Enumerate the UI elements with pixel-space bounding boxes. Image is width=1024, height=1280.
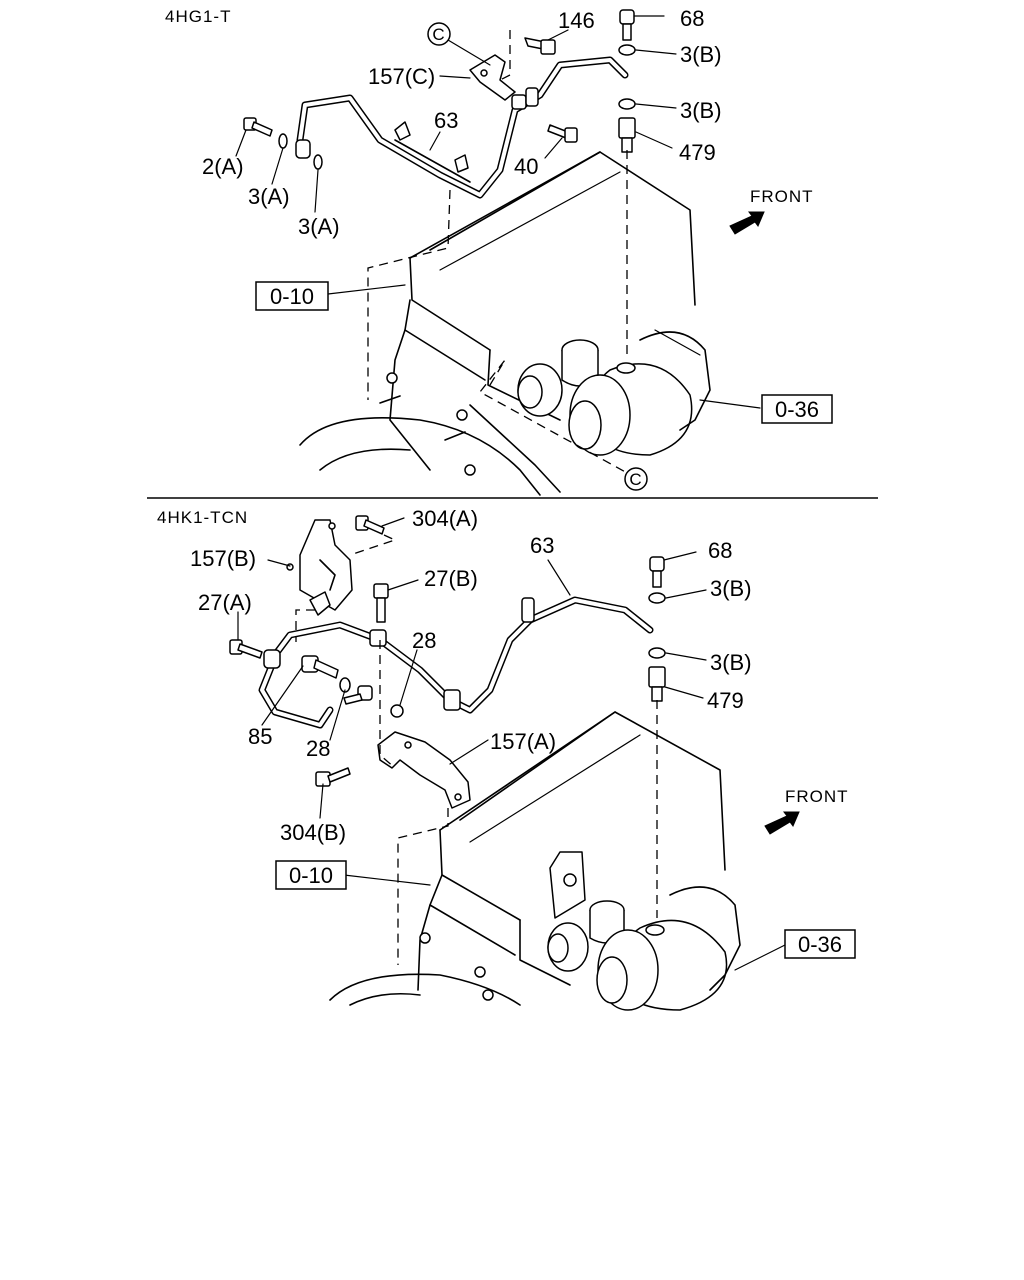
washer-3b-lower (618, 98, 636, 110)
circle-mark-c-upper: C (427, 22, 451, 46)
callout-3b-lower: 3(B) (710, 650, 752, 675)
bolt-68 (649, 556, 665, 588)
bolt-304a (355, 515, 385, 535)
callout-304a: 304(A) (412, 506, 478, 531)
clip-157c (469, 54, 516, 101)
bolt-27a (229, 639, 263, 659)
bolt-146 (524, 37, 556, 55)
callout-85: 85 (248, 724, 272, 749)
union-479 (618, 117, 636, 153)
callout-157c: 157(C) (368, 64, 435, 89)
ref-box-0-10: 0-10 (255, 281, 329, 311)
callout-63: 63 (530, 533, 554, 558)
callout-28-lower: 28 (306, 736, 330, 761)
front-arrow-icon (764, 811, 800, 835)
callout-157a: 157(A) (490, 729, 556, 754)
oil-pipe-63 (258, 596, 654, 729)
callout-27b: 27(B) (424, 566, 478, 591)
callout-479: 479 (707, 688, 744, 713)
callout-68: 68 (680, 6, 704, 31)
bolt-304b (315, 767, 351, 787)
circle-mark-c-lower: C (624, 467, 648, 491)
engine-body (299, 151, 696, 496)
svg-text:0-10: 0-10 (289, 863, 333, 888)
washer-3b-upper (618, 44, 636, 56)
callout-27a: 27(A) (198, 590, 252, 615)
callout-2a: 2(A) (202, 154, 244, 179)
fitting-28 (343, 685, 373, 705)
callout-3b-lower: 3(B) (680, 98, 722, 123)
section-title: 4HK1-TCN (157, 508, 248, 527)
leader-lines (235, 15, 761, 409)
bolt-27b (373, 583, 389, 623)
callout-157b: 157(B) (190, 546, 256, 571)
front-label: FRONT (785, 787, 849, 806)
ref-box-0-36: 0-36 (761, 394, 833, 424)
bracket-157a (377, 731, 471, 809)
front-label: FRONT (750, 187, 814, 206)
bolt-68 (619, 9, 635, 41)
svg-text:C: C (432, 25, 445, 44)
turbocharger (547, 886, 741, 1011)
callout-146: 146 (558, 8, 595, 33)
bolt-40 (547, 124, 578, 143)
callout-28-upper: 28 (412, 628, 436, 653)
engine-body (329, 711, 726, 1006)
washer-3b-lower (648, 647, 666, 659)
bolt-2a (243, 117, 273, 137)
callout-3a-1: 3(A) (248, 184, 290, 209)
callout-479: 479 (679, 140, 716, 165)
front-arrow-icon (729, 211, 765, 235)
callout-68: 68 (708, 538, 732, 563)
callout-3b-upper: 3(B) (680, 42, 722, 67)
callout-40: 40 (514, 154, 538, 179)
section-title: 4HG1-T (165, 7, 231, 26)
oil-pipe-63 (295, 56, 629, 199)
svg-text:C: C (629, 470, 642, 489)
washer-3b-upper (648, 592, 666, 604)
callout-63: 63 (434, 108, 458, 133)
section-4hg1-t: 4HG1-T (165, 6, 833, 496)
svg-text:0-36: 0-36 (798, 932, 842, 957)
washer-3a-1 (278, 133, 288, 149)
section-4hk1-tcn: 4HK1-TCN (157, 506, 856, 1011)
svg-text:0-36: 0-36 (775, 397, 819, 422)
svg-text:0-10: 0-10 (270, 284, 314, 309)
callout-3a-2: 3(A) (298, 214, 340, 239)
leader-lines (237, 517, 786, 971)
washer-3a-2 (313, 154, 323, 170)
callout-3b-upper: 3(B) (710, 576, 752, 601)
ref-box-0-10: 0-10 (275, 860, 347, 890)
callout-304b: 304(B) (280, 820, 346, 845)
union-479 (648, 666, 666, 702)
washer-28-lower (390, 704, 404, 718)
banjo-bolt-85 (301, 655, 339, 679)
ref-box-0-36: 0-36 (784, 929, 856, 959)
turbocharger (517, 329, 711, 456)
